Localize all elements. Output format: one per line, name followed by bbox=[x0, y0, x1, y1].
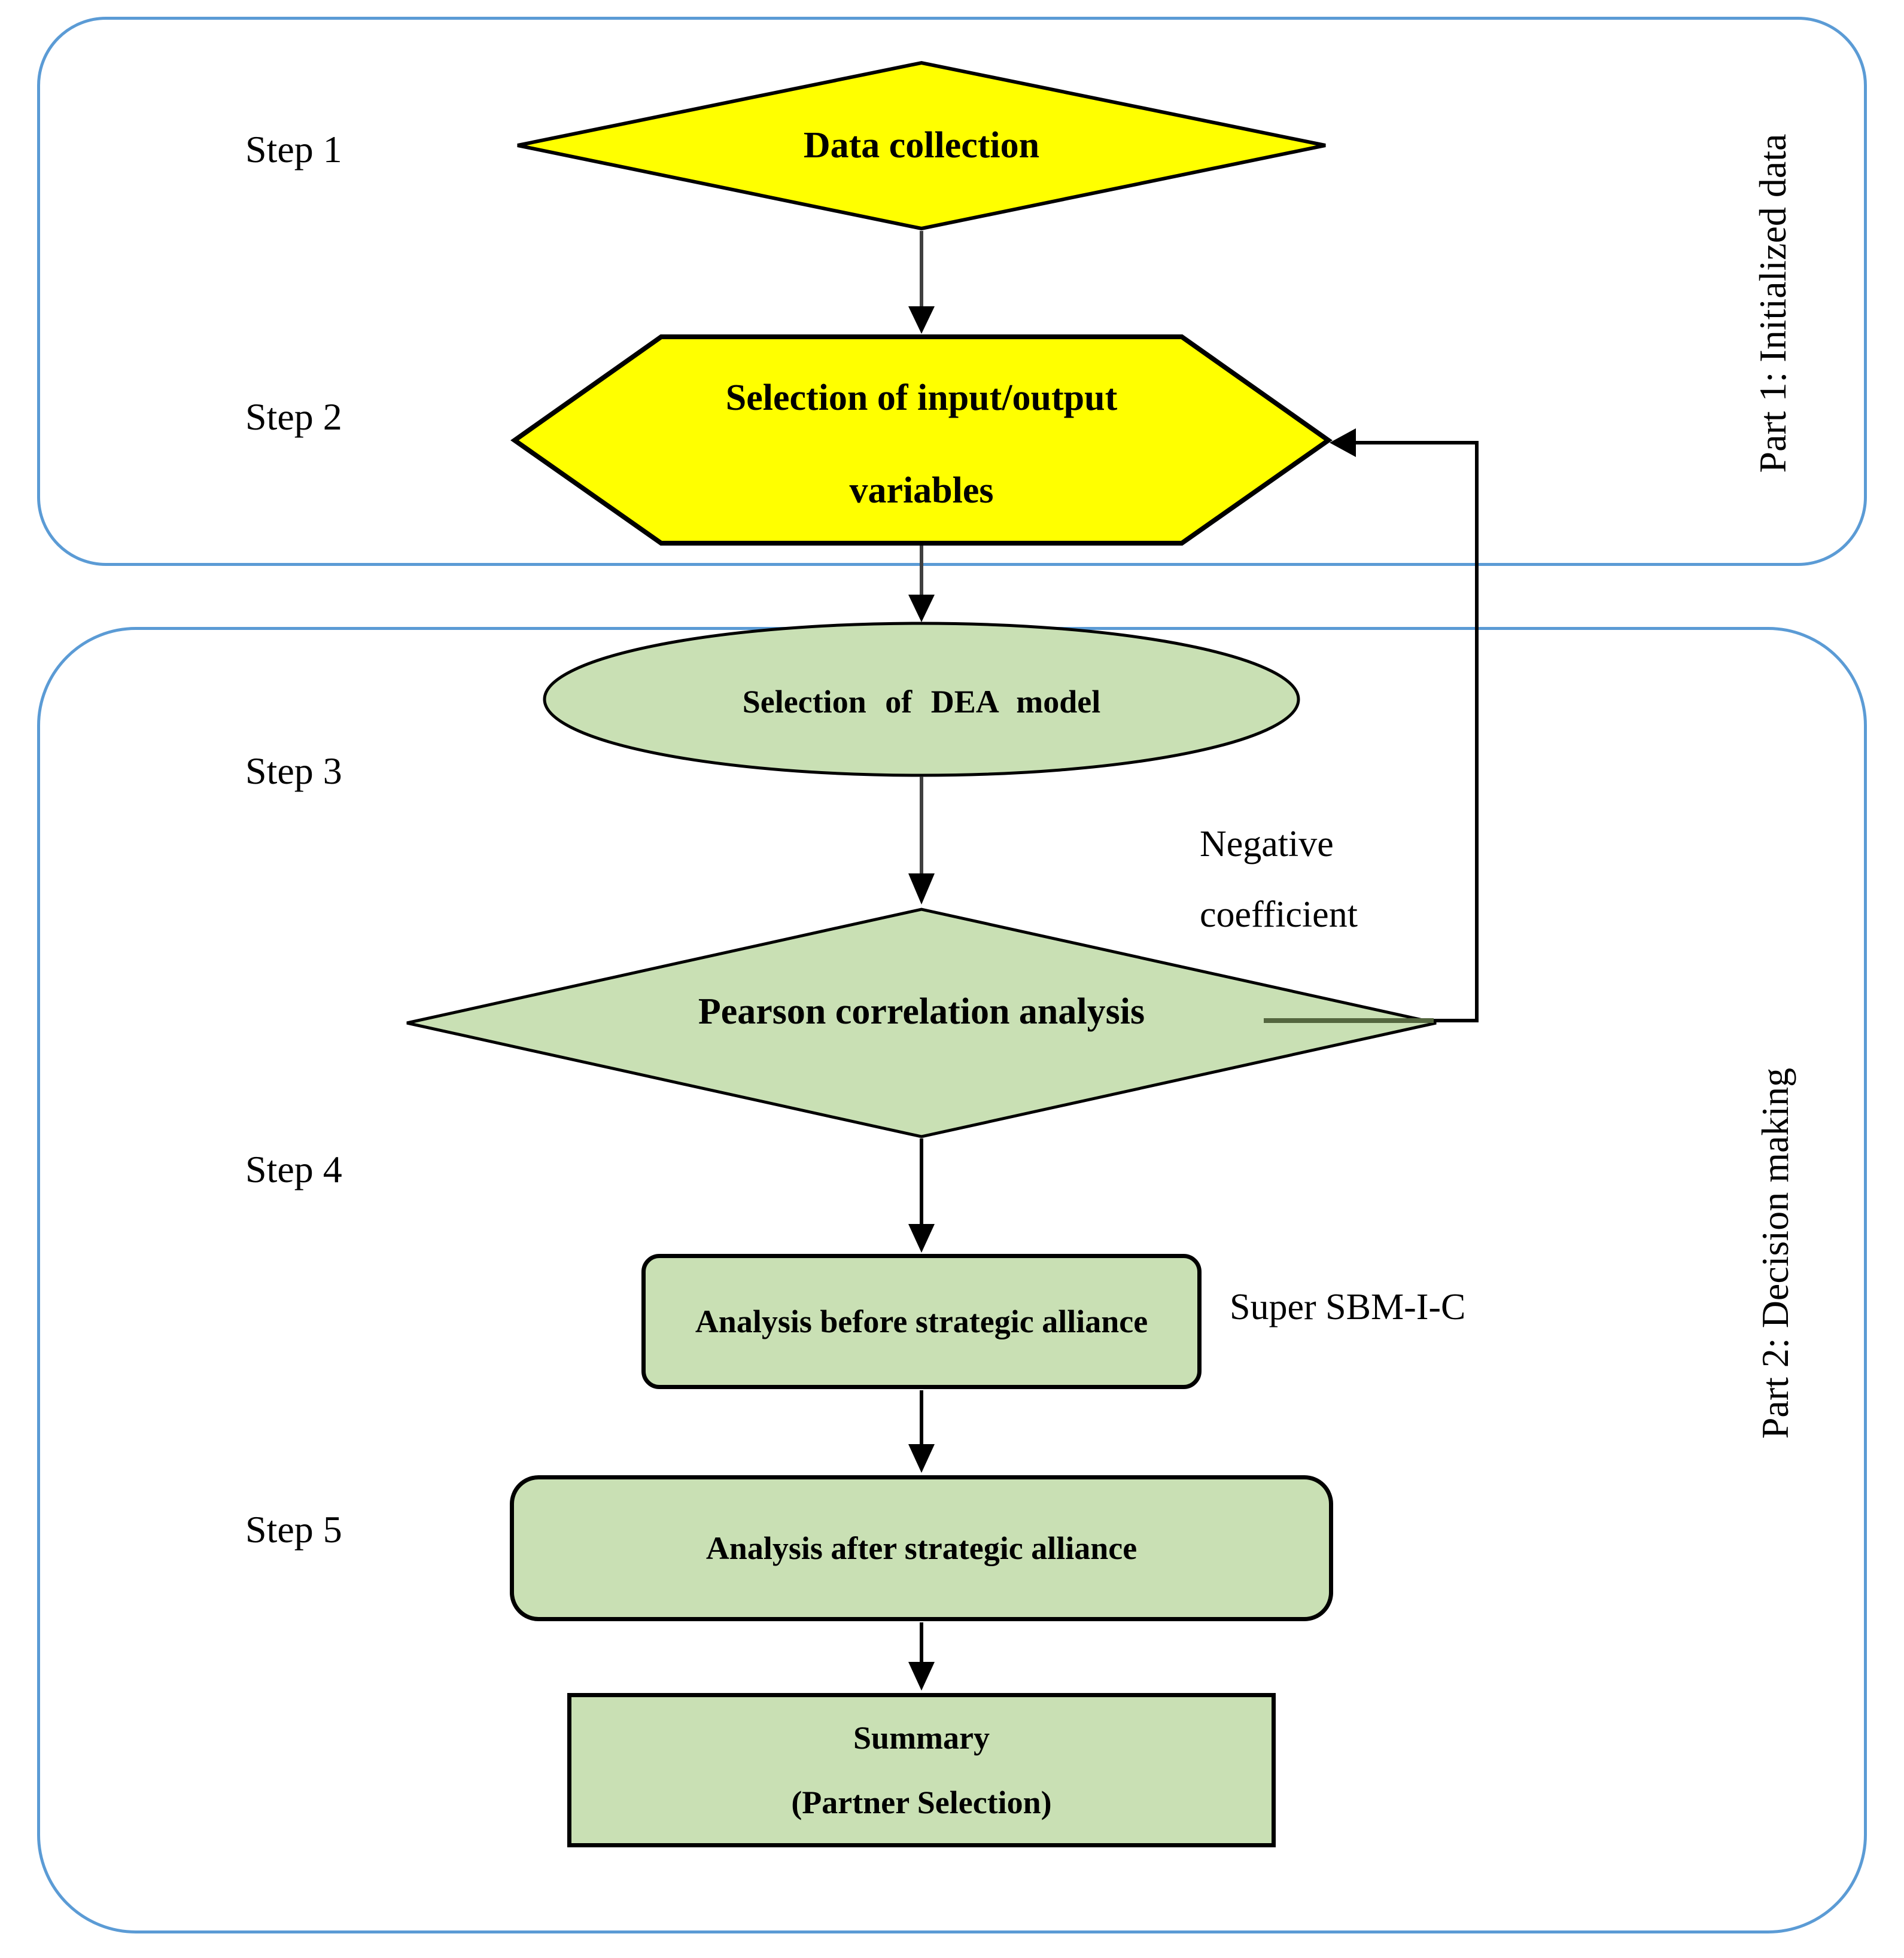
arrow-after-to-summary-head bbox=[908, 1662, 935, 1691]
arrow-step1-to-step2-head bbox=[908, 306, 935, 334]
step-label-2: Step 2 bbox=[245, 395, 342, 438]
super-sbm-label: Super SBM-I-C bbox=[1230, 1287, 1466, 1327]
io-variables-label-line1: Selection of input/output bbox=[725, 377, 1118, 418]
arrow-step3-to-step4-head bbox=[908, 873, 935, 905]
io-variables-label-line2: variables bbox=[849, 470, 994, 511]
pearson-label: Pearson correlation analysis bbox=[698, 991, 1145, 1032]
analysis-after-alliance-box: Analysis after strategic alliance bbox=[510, 1475, 1333, 1621]
feedback-line-head bbox=[1330, 428, 1356, 457]
part1-label: Part 1: Initialized data bbox=[1751, 133, 1794, 473]
negative-coefficient-label-line2: coefficient bbox=[1200, 894, 1358, 935]
part1-container bbox=[37, 17, 1867, 566]
summary-label-line1: Summary bbox=[853, 1720, 990, 1756]
step-label-1: Step 1 bbox=[245, 128, 342, 170]
data-collection-label: Data collection bbox=[803, 125, 1040, 166]
io-variables-hexagon bbox=[510, 334, 1333, 546]
summary-box: Summary (Partner Selection) bbox=[567, 1693, 1276, 1847]
step-label-3: Step 3 bbox=[245, 750, 342, 792]
negative-coefficient-label-line1: Negative bbox=[1200, 824, 1334, 864]
arrow-step4-to-before-head bbox=[908, 1224, 935, 1253]
step-label-5: Step 5 bbox=[245, 1508, 342, 1551]
analysis-before-alliance-label: Analysis before strategic alliance bbox=[695, 1303, 1148, 1339]
step-label-4: Step 4 bbox=[245, 1148, 342, 1190]
analysis-after-alliance-label: Analysis after strategic alliance bbox=[705, 1530, 1137, 1566]
arrow-before-to-after-head bbox=[908, 1444, 935, 1473]
analysis-before-alliance-box: Analysis before strategic alliance bbox=[641, 1254, 1202, 1389]
arrow-step2-to-step3-head bbox=[908, 595, 935, 622]
dea-model-label: Selection of DEA model bbox=[742, 684, 1101, 720]
part2-label: Part 2: Decision making bbox=[1754, 1067, 1796, 1439]
pearson-diamond bbox=[406, 908, 1437, 1138]
summary-label-line2: (Partner Selection) bbox=[791, 1785, 1052, 1820]
feedback-line bbox=[1348, 441, 1479, 1022]
data-collection-diamond bbox=[517, 60, 1326, 231]
dea-model-ellipse bbox=[543, 622, 1300, 777]
